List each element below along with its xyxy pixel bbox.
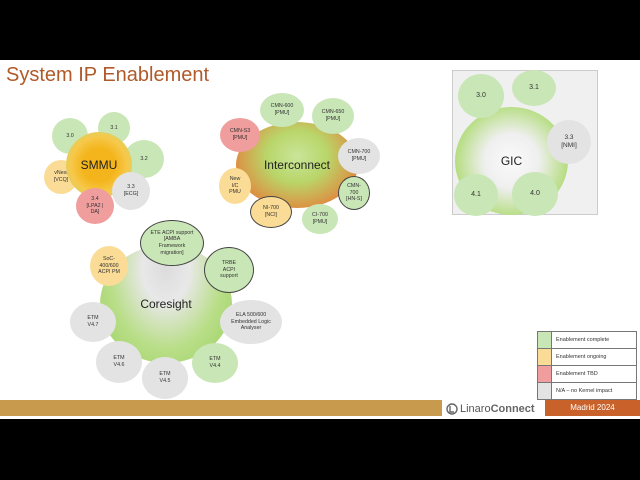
gic-item-4-1: 4.1 (454, 174, 498, 216)
legend-label: N/A – no Kernel impact (556, 388, 613, 394)
legend-row-tbd: Enablement TBD (537, 366, 637, 383)
gic-item-3-1: 3.1 (512, 70, 556, 106)
legend-swatch (538, 349, 552, 365)
interconnect-item-new-ic-pmu: New I/C PMU (219, 168, 251, 204)
gic-item-4-0: 4.0 (512, 172, 558, 216)
interconnect-item-cmn-700-hns: CMN- 700 [HN-S] (338, 176, 370, 210)
linaro-logo-icon (446, 403, 458, 415)
venue-label: Madrid 2024 (545, 400, 640, 416)
coresight-item-etm-v4-4: ETM V4.4 (192, 343, 238, 383)
legend-swatch (538, 383, 552, 399)
interconnect-hub: Interconnect (236, 122, 358, 208)
legend-row-na: N/A – no Kernel impact (537, 383, 637, 400)
legend-label: Enablement complete (556, 337, 610, 343)
coresight-item-etm-v4-5: ETM V4.5 (142, 357, 188, 399)
coresight-item-soc-400-600: SoC- 400/600 ACPI PM (90, 246, 128, 286)
gic-item-3-3: 3.3 [NMI] (547, 120, 591, 164)
interconnect-item-ci-700: CI-700 [PMU] (302, 204, 338, 234)
slide-title: System IP Enablement (6, 64, 210, 86)
slide: System IP Enablement 3.0 3.1 3.2 vNext [… (0, 60, 640, 419)
coresight-item-ela-500-600: ELA 500/600 Embedded Logic Analyser (220, 300, 282, 344)
coresight-item-etm-v4-6: ETM V4.6 (96, 341, 142, 383)
legend-row-complete: Enablement complete (537, 331, 637, 349)
legend-row-ongoing: Enablement ongoing (537, 349, 637, 366)
interconnect-item-cmn-s3: CMN-S3 [PMU] (220, 118, 260, 152)
legend: Enablement complete Enablement ongoing E… (537, 331, 637, 400)
coresight-item-etm-v4-7: ETM V4.7 (70, 302, 116, 342)
interconnect-item-ni-700: NI-700 [NCI] (250, 196, 292, 228)
interconnect-item-cmn-600: CMN-600 [PMU] (260, 93, 304, 127)
brand-connect: Connect (490, 403, 535, 415)
footer-band (0, 400, 442, 416)
legend-label: Enablement TBD (556, 371, 598, 377)
coresight-item-ete-acpi: ETE ACPI support [AMBA Framework migrati… (140, 220, 204, 266)
smmu-item-3-3: 3.3 [ECG] (112, 172, 150, 210)
legend-swatch (538, 332, 552, 348)
smmu-item-3-4: 3.4 [LPA2 | DA] (76, 188, 114, 224)
brand-linaro: Linaro (460, 403, 491, 415)
gic-item-3-0: 3.0 (458, 74, 504, 118)
coresight-item-trbe-acpi: TRBE ACPI support (204, 247, 254, 293)
legend-swatch (538, 366, 552, 382)
interconnect-item-cmn-700: CMN-700 [PMU] (338, 138, 380, 174)
legend-label: Enablement ongoing (556, 354, 607, 360)
interconnect-item-cmn-650: CMN-650 [PMU] (312, 98, 354, 134)
